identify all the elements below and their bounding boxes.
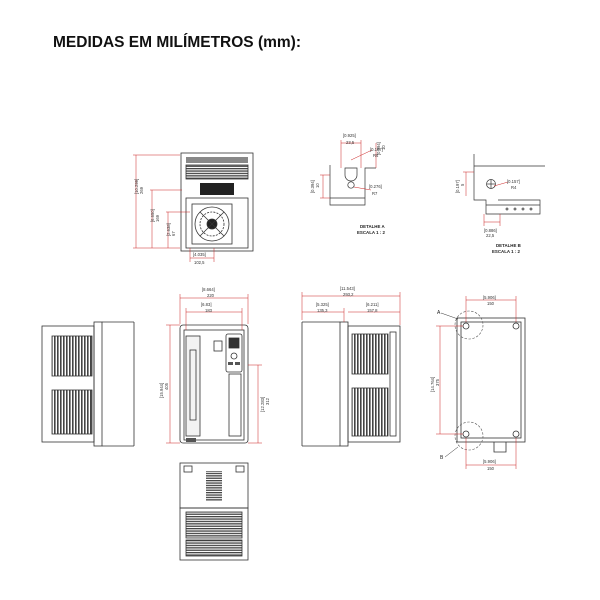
detail-a	[329, 165, 376, 206]
dim-front-width-mm: 220	[207, 293, 215, 298]
detail-b-circle	[454, 421, 484, 451]
dim-side-right-inch: [6.211]	[366, 302, 379, 307]
keypad	[225, 333, 243, 373]
back-view-dimension-text: [5.906] 150 [14.764] 375 [5.906] 150 A B	[430, 295, 496, 471]
detail-a-label: DETALHE A	[360, 224, 385, 229]
dim-a-left-mm: 10	[315, 183, 320, 188]
dim-top-height-inch: [10.299]	[134, 179, 139, 194]
detail-a-bracket	[329, 165, 376, 206]
right-side-view	[301, 321, 401, 447]
back-view-details	[454, 310, 484, 451]
detail-b-scale: ESCALA 1 : 2	[492, 249, 520, 254]
dim-side-depth-mm: 293,2	[343, 292, 354, 297]
dim-b-top-mm: 5	[460, 183, 465, 186]
front-view-dimension-text: [8.664] 220 [6.83] 183 [15.944] 405 [12.…	[159, 287, 270, 412]
dim-a-left-inch: [0.394]	[310, 180, 315, 193]
dim-front-inner-inch: [6.83]	[201, 302, 211, 307]
dim-a-top-inch: [0.394]	[376, 142, 381, 155]
dim-fan-width-inch: [4.035]	[193, 252, 206, 257]
display-screen	[228, 337, 240, 349]
detail-b-label: DETALHE B	[496, 243, 521, 248]
dim-a-hole-inch: [0.276]	[369, 184, 382, 189]
dim-b-bottom-inch: [0.886]	[484, 228, 497, 233]
dim-b-radius-inch: [0.157]	[507, 179, 520, 184]
fan-icon	[194, 206, 230, 242]
detail-a-scale: ESCALA 1 : 2	[357, 230, 385, 235]
right-side-dimension-text: [11.543] 293,2 [5.325] 135,3 [6.211] 157…	[316, 286, 379, 313]
detail-a-dimension-text: [0.925] 23,5 [0.187] R4 [0.394] 10 [0.39…	[310, 133, 386, 235]
top-view-dimension-text: [10.299] 269 [6.650] 169 [2.638] 67 [4.0…	[134, 179, 206, 265]
front-view-outline	[179, 324, 249, 444]
dim-fan-offset-inch: [2.638]	[166, 223, 171, 236]
dim-back-top-inch: [5.906]	[483, 295, 496, 300]
dim-fan-width-mm: 102,5	[194, 260, 205, 265]
detail-b-dimension-text: [0.197] 5 [0.157] R4 [0.886] 22,5 DETALH…	[455, 179, 521, 254]
detail-a-dimensions	[320, 140, 377, 199]
dim-a-hole-mm: R7	[372, 191, 378, 196]
dim-a-top-mm: 10	[381, 145, 386, 150]
dim-front-height-inch: [15.944]	[159, 383, 164, 398]
detail-b	[473, 154, 545, 215]
dim-b-top-inch: [0.197]	[455, 180, 460, 193]
top-view-outline	[180, 152, 254, 252]
top-view-dimensions	[133, 154, 215, 262]
dim-fan-height-inch: [6.650]	[150, 209, 155, 222]
marker-a: A	[437, 310, 441, 316]
dim-side-left-mm: 135,3	[317, 308, 328, 313]
dim-side-right-mm: 157,8	[367, 308, 378, 313]
back-view	[456, 317, 526, 453]
bottom-view-lower	[179, 507, 249, 561]
dim-back-bottom-inch: [5.906]	[483, 459, 496, 464]
bottom-view	[179, 462, 249, 561]
front-view	[179, 324, 249, 444]
detail-b-bracket	[473, 154, 541, 215]
dim-a-width-mm: 23,5	[346, 140, 355, 145]
dim-side-left-inch: [5.325]	[316, 302, 329, 307]
page-title: MEDIDAS EM MILÍMETROS (mm):	[53, 34, 301, 51]
marker-b: B	[440, 455, 444, 461]
dim-front-inner-height-mm: 312	[265, 397, 270, 405]
dim-a-width-inch: [0.925]	[343, 133, 356, 138]
dim-b-bottom-mm: 22,5	[486, 233, 495, 238]
left-side-view	[41, 321, 135, 447]
fan-frame	[191, 203, 233, 245]
dim-side-depth-inch: [11.543]	[340, 286, 355, 291]
right-side-dimensions	[301, 292, 401, 325]
dim-top-height-mm: 269	[139, 186, 144, 194]
right-side-outline	[347, 325, 401, 443]
dim-back-bottom-mm: 150	[487, 466, 495, 471]
dim-front-width-inch: [8.664]	[202, 287, 215, 292]
dim-front-height-mm: 405	[164, 382, 169, 390]
dim-a-radius-inch: [0.187]	[370, 147, 383, 152]
dim-back-top-mm: 150	[487, 301, 495, 306]
back-view-outline	[456, 317, 526, 443]
dim-fan-height-mm: 169	[155, 214, 160, 222]
dim-back-height-inch: [14.764]	[430, 377, 435, 392]
detail-a-circle	[454, 310, 484, 340]
top-view	[180, 152, 254, 252]
dim-a-radius-mm: R4	[373, 153, 379, 158]
front-view-dimensions	[166, 294, 262, 444]
dim-front-inner-height-inch: [12.283]	[260, 397, 265, 412]
dim-back-height-mm: 375	[435, 378, 440, 386]
detail-b-dimensions	[463, 171, 509, 226]
back-view-dimensions	[436, 296, 517, 469]
dim-b-radius-mm: R4	[511, 185, 517, 190]
dim-front-inner-mm: 183	[205, 308, 213, 313]
dim-fan-offset-mm: 67	[171, 231, 176, 236]
